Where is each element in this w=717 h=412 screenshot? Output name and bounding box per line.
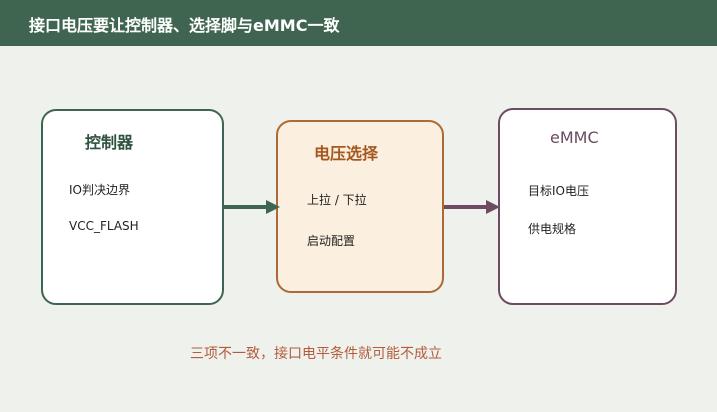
page-title: 接口电压要让控制器、选择脚与eMMC一致 <box>29 16 340 35</box>
warning-note: 三项不一致，接口电平条件就可能不成立 <box>190 346 442 362</box>
emmc-heading: eMMC <box>550 128 599 147</box>
controller-line-1: IO判决边界 <box>69 183 130 197</box>
arrow-head <box>486 200 500 214</box>
controller-node: 控制器 IO判决边界 VCC_FLASH <box>41 109 224 305</box>
arrow-head <box>266 200 280 214</box>
emmc-node: eMMC 目标IO电压 供电规格 <box>498 108 677 305</box>
controller-line-2: VCC_FLASH <box>69 219 139 233</box>
title-bar: 接口电压要让控制器、选择脚与eMMC一致 <box>0 0 717 46</box>
emmc-line-1: 目标IO电压 <box>528 184 589 198</box>
arrow-voltage-to-emmc <box>444 200 500 214</box>
voltage-select-line-1: 上拉 / 下拉 <box>307 193 367 207</box>
emmc-line-2: 供电规格 <box>528 222 577 236</box>
controller-heading: 控制器 <box>85 133 134 152</box>
arrow-controller-to-voltage <box>224 200 280 214</box>
voltage-select-node: 电压选择 上拉 / 下拉 启动配置 <box>276 120 444 293</box>
voltage-select-heading: 电压选择 <box>314 144 379 163</box>
voltage-select-line-2: 启动配置 <box>307 234 356 248</box>
